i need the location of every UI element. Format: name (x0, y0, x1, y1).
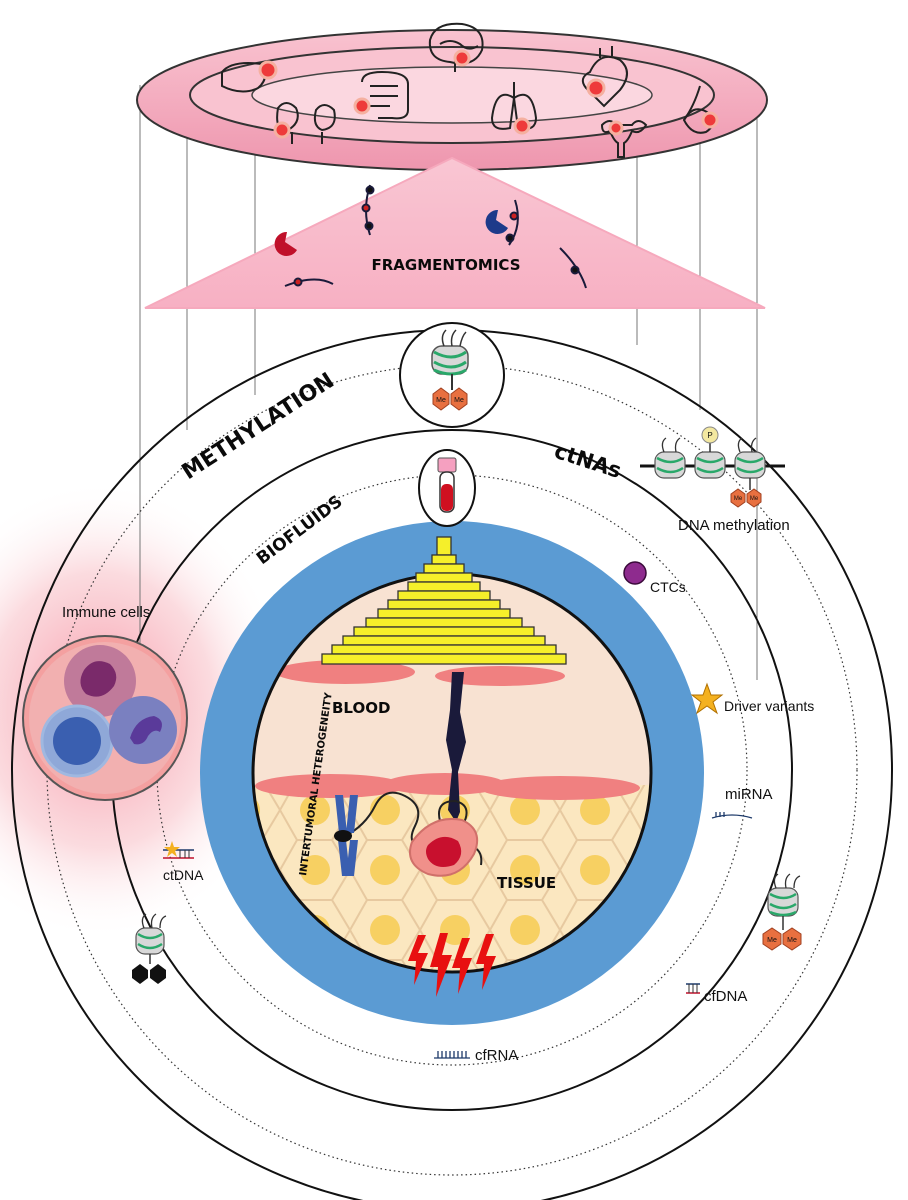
liver-icon (221, 60, 278, 93)
outer-dotted-ring (46, 364, 858, 1176)
dna-methylation-label: DNA methylation (678, 517, 790, 534)
ctdna-label: ctDNA (163, 867, 204, 883)
dna-methylation-icon (640, 426, 785, 508)
star-icon (690, 682, 724, 715)
tumor-cell-icon (409, 818, 478, 877)
cfdna-label: cfDNA (704, 988, 747, 1005)
nuclease-red-icon (274, 231, 297, 256)
cfrna-label: cfRNA (475, 1047, 518, 1064)
chromosome-icon (334, 795, 358, 876)
me-label-5: Me (767, 937, 777, 944)
mirna-icon (711, 812, 753, 819)
heart-icon (581, 46, 628, 108)
uterus-icon (600, 120, 648, 158)
nuclease-blue-icon (485, 209, 508, 234)
intestine-icon (353, 70, 409, 120)
organ-disc (136, 29, 768, 171)
me-label-6: Me (787, 937, 797, 944)
red-bolts (408, 933, 496, 997)
nucleosome-lower-icon (762, 873, 802, 951)
mirna-label: miRNA (725, 786, 773, 803)
blood-label: BLOOD (332, 699, 390, 717)
ctcs-label: CTCs (650, 579, 686, 595)
inner-dotted-ring (156, 474, 748, 1066)
ctnas-label: ctNAs (551, 439, 624, 483)
cfdna-icon (686, 983, 700, 994)
kidneys-icon (273, 102, 336, 144)
pyramid-filter (321, 536, 567, 665)
immune-cells-label: Immune cells (62, 604, 150, 621)
me-label-4: Me (750, 496, 759, 502)
me-label-1: Me (436, 397, 446, 404)
driver-variants-label: Driver variants (724, 698, 814, 714)
cfrna-icon (434, 1051, 470, 1059)
immune-cells-group (22, 635, 188, 801)
me-label-3: Me (734, 496, 743, 502)
tissue-label: TISSUE (497, 874, 556, 892)
blood-tube-icon (437, 457, 457, 513)
nucleosome-left-icon (132, 913, 167, 984)
fragmentomics-label: FRAGMENTOMICS (371, 256, 520, 274)
ctdna-icon (163, 841, 194, 859)
phospho-label: P (707, 431, 712, 440)
lungs-icon (490, 82, 538, 135)
brain-icon (428, 22, 484, 72)
dna-fragments (284, 184, 587, 289)
fragmentomics-panel (144, 156, 766, 309)
ctc-icon (623, 561, 647, 585)
nucleosome-icon (431, 329, 469, 411)
methylation-label: METHYLATION (178, 368, 339, 485)
me-label-2: Me (454, 397, 464, 404)
vessel-rupture (446, 672, 466, 822)
breast-icon (682, 85, 719, 134)
